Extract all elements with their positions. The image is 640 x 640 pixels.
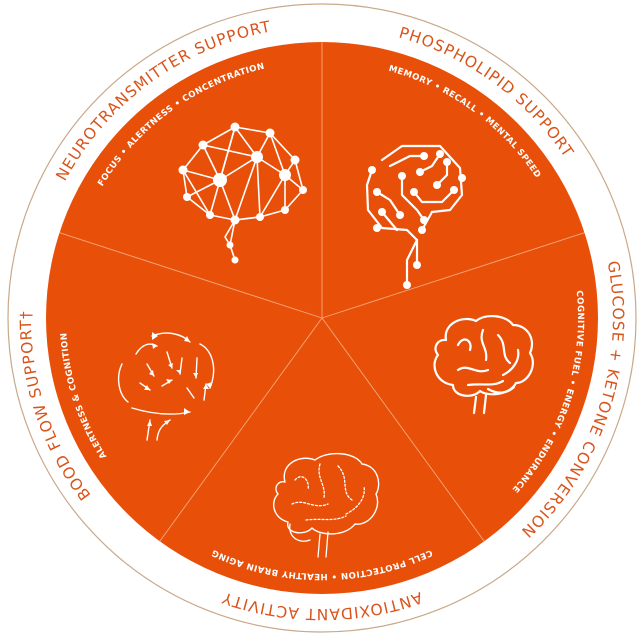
circuit-brain-icon [365,144,466,289]
flow-arrows-brain-icon [117,332,215,441]
dotted-brain-icon [272,453,380,558]
wedge-divider [159,317,323,542]
wedge-divider [321,232,585,319]
brain-outline-icon [433,315,534,415]
wedge-divider [59,232,323,319]
network-brain-icon [178,122,307,264]
wedge-divider [321,317,485,542]
